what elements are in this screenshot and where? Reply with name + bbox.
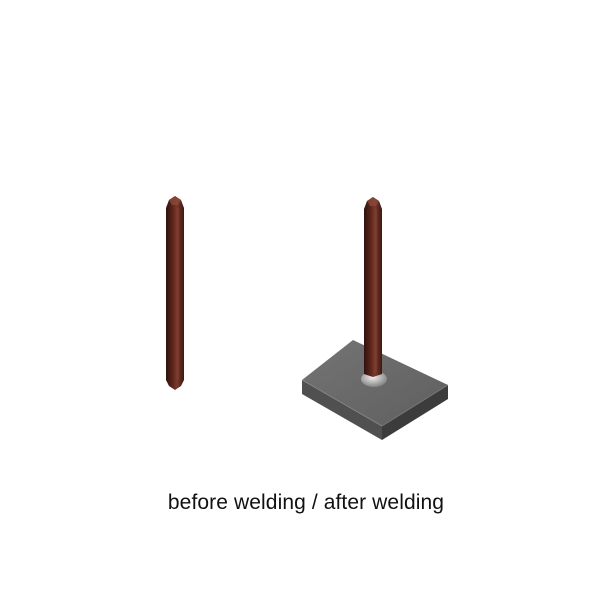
plate-right-face [382, 385, 448, 440]
plate-front-face [302, 380, 382, 440]
stud-before-body [166, 196, 184, 390]
stud-before-tip-highlight [169, 196, 181, 205]
stud-before-welding [166, 196, 184, 390]
stud-after-body [364, 197, 382, 377]
figure-caption: before welding / after welding [167, 491, 445, 514]
stud-after-tip-highlight [367, 197, 379, 206]
stud-after-welding [364, 197, 382, 377]
